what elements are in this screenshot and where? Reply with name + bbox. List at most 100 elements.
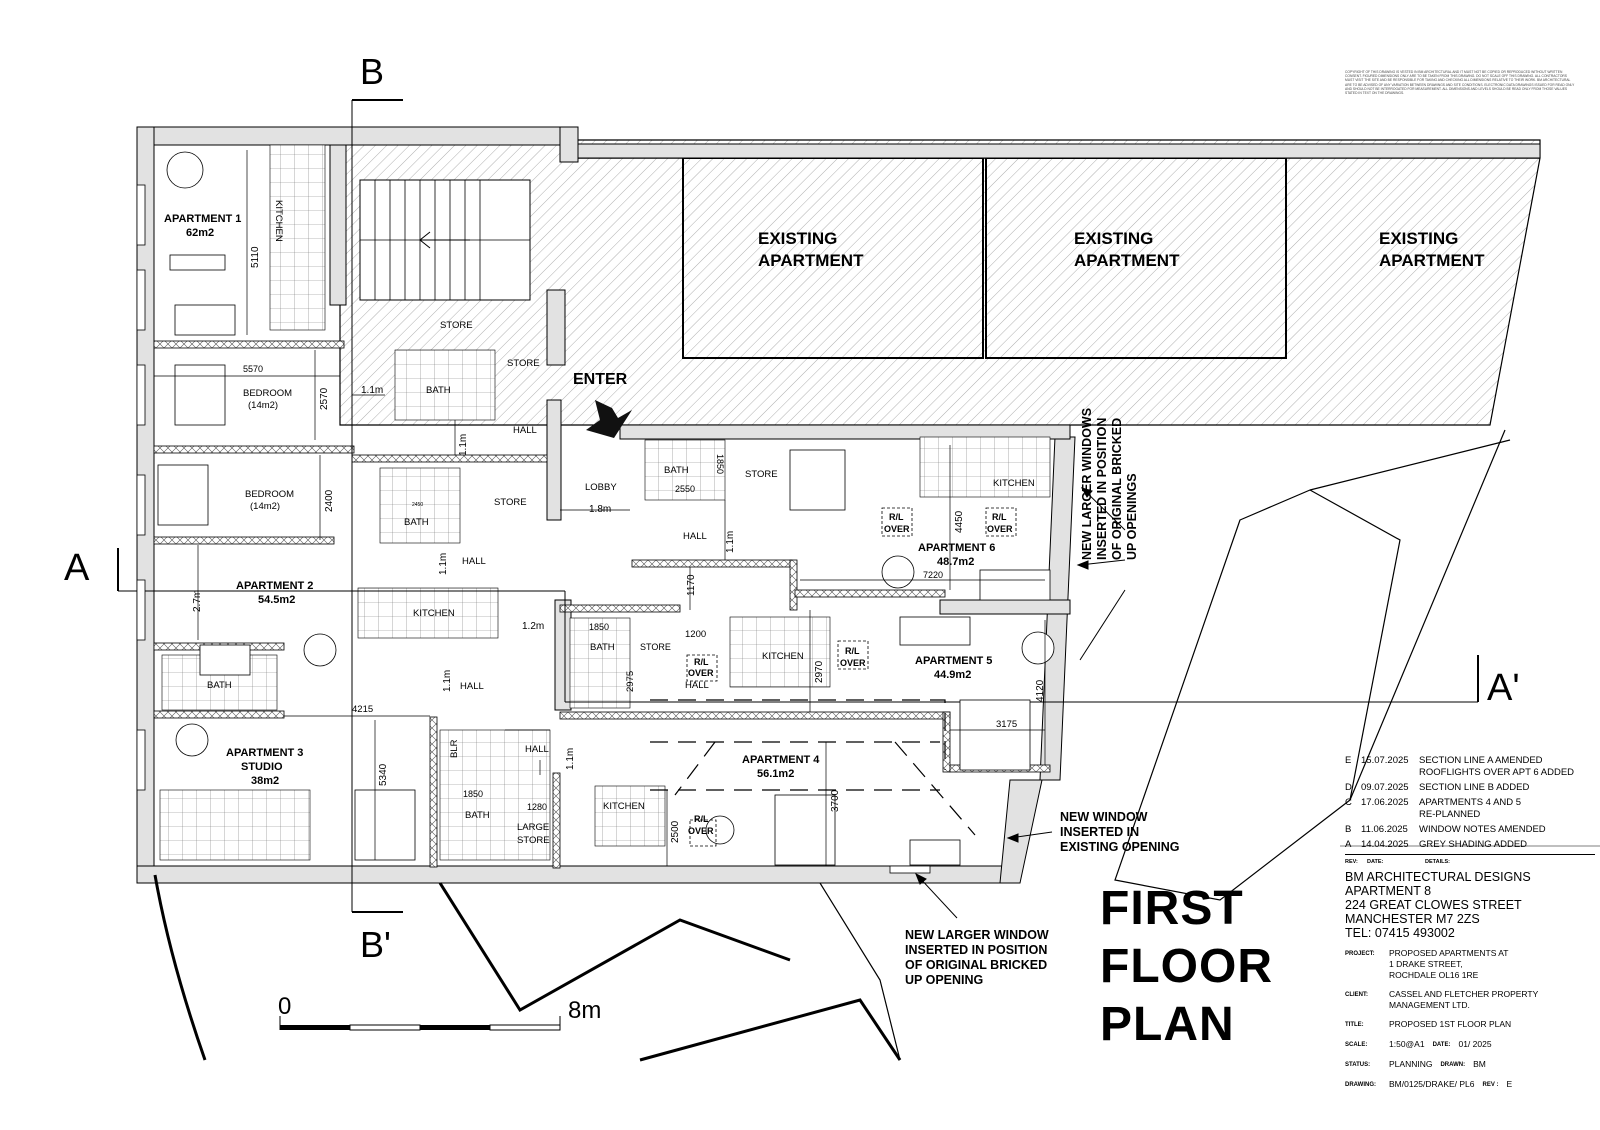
office-address: BM ARCHITECTURAL DESIGNS APARTMENT 8 224… — [1345, 870, 1595, 940]
drawing-title-line2: FLOOR — [1100, 940, 1273, 993]
note-windows-right-line4: UP OPENINGS — [1125, 473, 1139, 560]
office-line3: 224 GREAT CLOWES STREET — [1345, 898, 1522, 912]
note-window-bottom-line4: UP OPENING — [905, 973, 984, 987]
enter-label: ENTER — [573, 371, 628, 388]
dim-3175: 3175 — [996, 719, 1017, 730]
hall-apt4-label: HALL — [525, 744, 549, 755]
furniture — [157, 151, 1055, 866]
outer-walls — [136, 126, 1541, 884]
note-window-bottom-line2: INSERTED IN POSITION — [905, 943, 1048, 957]
dimension-labels: 5110 5570 2570 2400 2.7m 1.1m 1.1m 1.1m … — [154, 150, 1046, 866]
dim-1-1m-b: 1.1m — [458, 434, 469, 456]
section-b-top-label: B — [360, 51, 384, 92]
rl-apt5-b-line1: R/L — [845, 646, 860, 656]
revision-headers: REV: DATE: DETAILS: — [1345, 854, 1595, 868]
client-line2: MANAGEMENT LTD. — [1389, 1000, 1470, 1010]
existing-apt-3-line2: APARTMENT — [1379, 251, 1485, 270]
dim-2550: 2550 — [675, 484, 695, 494]
dim-4450: 4450 — [954, 510, 965, 533]
note-window-bottom-line3: OF ORIGINAL BRICKED — [905, 958, 1048, 972]
existing-apartment-labels: EXISTING APARTMENT EXISTING APARTMENT EX… — [758, 229, 1485, 270]
dim-1-1m-d: 1.1m — [725, 531, 736, 553]
rev-code: C — [1345, 797, 1352, 808]
rev-code: D — [1345, 782, 1352, 793]
rev-details: SECTION LINE B ADDED — [1419, 782, 1530, 793]
rev-header-rev: REV: — [1345, 859, 1358, 865]
scale-start-label: 0 — [278, 993, 291, 1020]
dim-5570: 5570 — [243, 364, 263, 374]
large-store-line2: STORE — [517, 835, 550, 846]
rev-details-line2: RE-PLANNED — [1419, 809, 1481, 820]
dim-2400: 2400 — [324, 489, 335, 512]
scale-bar — [279, 1016, 561, 1031]
drawing-label: DRAWING: — [1345, 1082, 1376, 1088]
title-value: PROPOSED 1ST FLOOR PLAN — [1389, 1019, 1512, 1029]
existing-apt-2-line2: APARTMENT — [1074, 251, 1180, 270]
note-windows-right-line2: INSERTED IN POSITION — [1095, 417, 1109, 560]
apartment-labels: APARTMENT 1 62m2 APARTMENT 2 54.5m2 APAR… — [164, 213, 995, 787]
apt5-kitchen-label: KITCHEN — [762, 651, 804, 662]
scale-value: 1:50@A1 — [1389, 1039, 1425, 1049]
dim-2450: 2450 — [412, 502, 423, 508]
rooflight-dashed-outline — [650, 699, 976, 836]
rev-code: B — [1345, 824, 1352, 835]
apt4-name: APARTMENT 4 — [742, 754, 820, 766]
office-name: BM ARCHITECTURAL DESIGNS — [1345, 870, 1531, 884]
dim-1-1m-a: 1.1m — [361, 385, 383, 396]
rev-date: 15.07.2025 — [1361, 755, 1409, 766]
rooflight-labels: R/L OVER R/L OVER R/L OVER R/L OVER R/L … — [686, 507, 1017, 847]
apt4-kitchen-label: KITCHEN — [603, 801, 645, 812]
apt5-name: APARTMENT 5 — [915, 655, 992, 667]
existing-apt-1-line2: APARTMENT — [758, 251, 864, 270]
apt1-kitchen-label: KITCHEN — [273, 200, 284, 242]
bedroom1-label: BEDROOM — [243, 388, 292, 399]
bath-apt2-label: BATH — [404, 517, 429, 528]
revision-row: A 14.04.2025 GREY SHADING ADDED — [1345, 839, 1595, 851]
scale-label: SCALE: — [1345, 1042, 1368, 1048]
hall-apt1-label: HALL — [513, 425, 537, 436]
apt5-area: 44.9m2 — [934, 669, 971, 681]
dim-1850-b: 1850 — [589, 622, 609, 632]
bedroom2-label: BEDROOM — [245, 489, 294, 500]
large-store-line1: LARGE — [517, 822, 549, 833]
rev-date: 14.04.2025 — [1361, 839, 1409, 850]
rl-apt5-a-line2: OVER — [688, 668, 714, 678]
project-label: PROJECT: — [1345, 951, 1375, 957]
drawing-value: BM/0125/DRAKE/ PL6 — [1389, 1079, 1475, 1089]
windows — [136, 184, 931, 874]
project-line1: PROPOSED APARTMENTS AT — [1389, 948, 1509, 958]
dim-1170: 1170 — [686, 574, 697, 596]
bedroom2-area: (14m2) — [250, 501, 280, 512]
title-field: TITLE: PROPOSED 1ST FLOOR PLAN — [1345, 1019, 1595, 1031]
rev-date: 09.07.2025 — [1361, 782, 1409, 793]
apt2-name: APARTMENT 2 — [236, 580, 313, 592]
rev-details: WINDOW NOTES AMENDED — [1419, 824, 1546, 835]
dim-5340: 5340 — [378, 763, 389, 786]
drawing-title-line3: PLAN — [1100, 998, 1235, 1051]
section-a-right-label: A' — [1487, 667, 1520, 709]
rl-apt4-line1: R/L — [694, 814, 709, 824]
status-field: STATUS: PLANNING DRAWN: BM — [1345, 1059, 1595, 1071]
dim-1280: 1280 — [527, 802, 547, 812]
rl-apt6-b-line2: OVER — [987, 524, 1013, 534]
hall-apt3-label: HALL — [460, 681, 484, 692]
note-window-bottom-line1: NEW LARGER WINDOW — [905, 928, 1049, 942]
dim-1850-c: 1850 — [463, 789, 483, 799]
apt6-kitchen-label: KITCHEN — [993, 478, 1035, 489]
apt3-name: APARTMENT 3 — [226, 747, 303, 759]
existing-apt-3-line1: EXISTING — [1379, 229, 1458, 248]
rev-header-details: DETAILS: — [1425, 859, 1450, 865]
apt1-name: APARTMENT 1 — [164, 213, 241, 225]
bedroom1-area: (14m2) — [248, 400, 278, 411]
rev-date: 17.06.2025 — [1361, 797, 1409, 808]
note-window-existing-line3: EXISTING OPENING — [1060, 840, 1180, 854]
store-apt6-label: STORE — [745, 469, 778, 480]
apt1-area: 62m2 — [186, 227, 214, 239]
dim-3700: 3700 — [830, 789, 841, 812]
dim-1-1m-e: 1.1m — [442, 670, 453, 692]
existing-apt-1-line1: EXISTING — [758, 229, 837, 248]
apt3-sub: STUDIO — [241, 761, 283, 773]
hall-apt6-label: HALL — [683, 531, 707, 542]
